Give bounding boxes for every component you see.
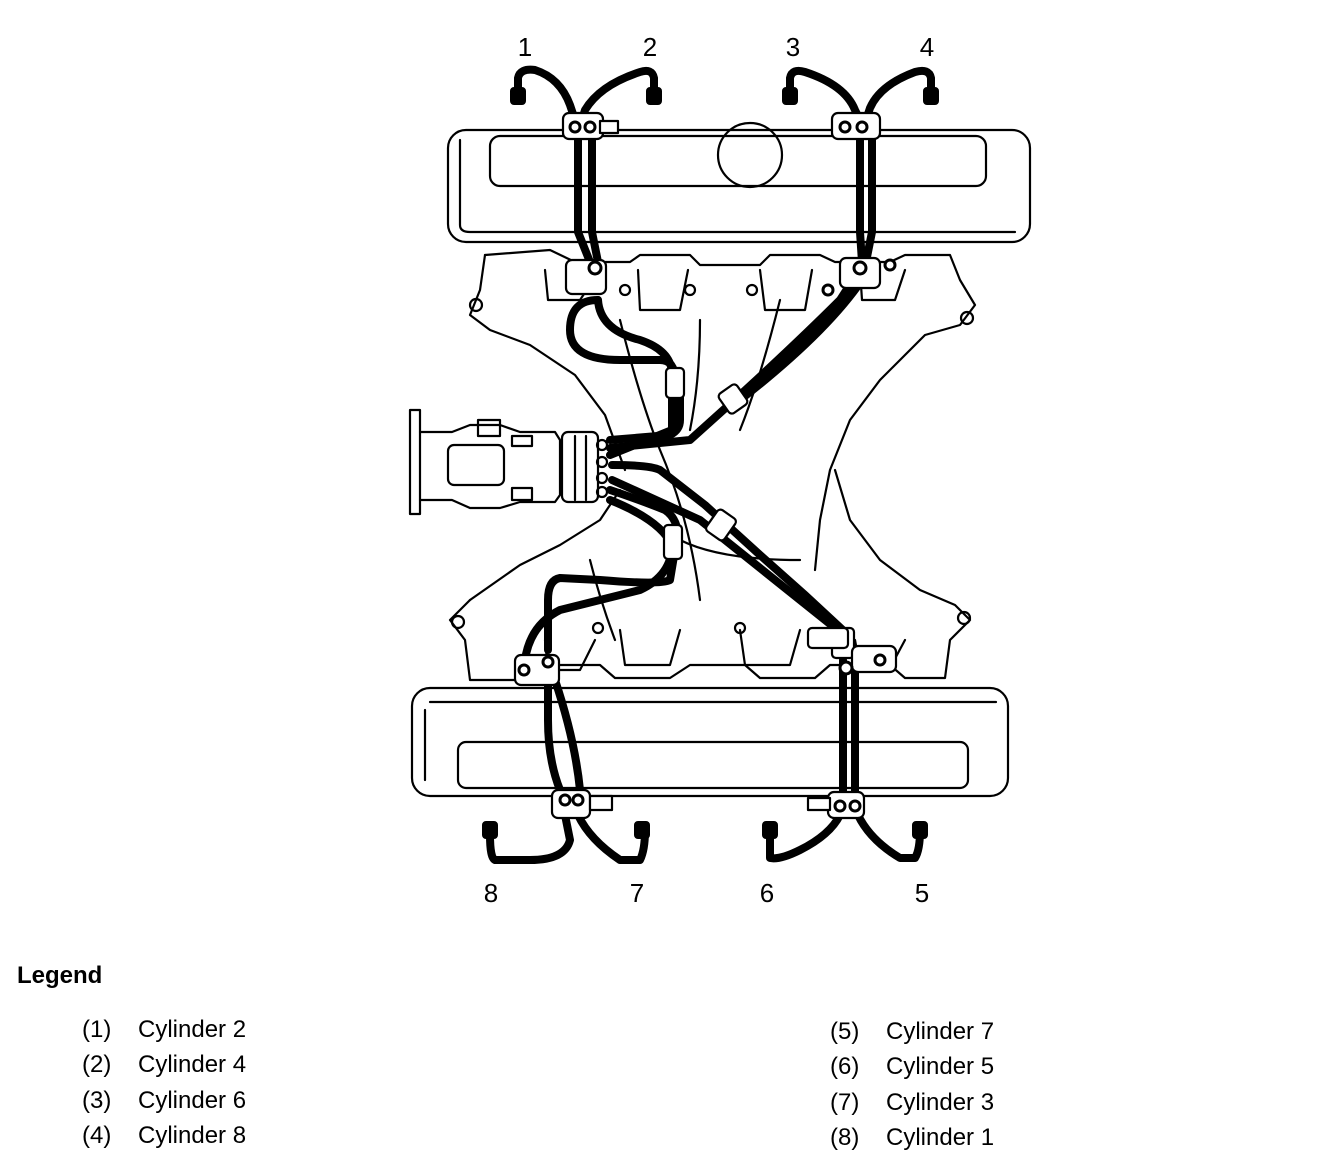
legend-item: (2) Cylinder 4: [82, 1051, 246, 1079]
spark-plug-wires: [482, 65, 939, 864]
legend-item: (8) Cylinder 1: [830, 1124, 994, 1152]
legend-item-number: (6): [830, 1053, 860, 1080]
legend-item-label: Cylinder 5: [886, 1053, 995, 1080]
legend-item: (1) Cylinder 2: [82, 1016, 246, 1044]
legend-item-number: (3): [82, 1087, 112, 1114]
legend-item: (3) Cylinder 6: [82, 1087, 246, 1115]
legend-item: (7) Cylinder 3: [830, 1089, 994, 1117]
valve-cover-bottom: [410, 686, 1010, 798]
intake-manifold: [448, 248, 977, 682]
legend-item-label: Cylinder 6: [138, 1087, 247, 1114]
callout-8: 8: [484, 878, 498, 908]
legend-item-number: (2): [82, 1051, 112, 1078]
callout-3: 3: [786, 32, 800, 62]
legend-item: (5) Cylinder 7: [830, 1018, 994, 1046]
legend-item-number: (4): [82, 1122, 112, 1149]
callout-5: 5: [915, 878, 929, 908]
spark-plug-wire-routing-diagram: 1 2 3 4 5 6 7 8: [408, 32, 1032, 908]
legend-item-number: (7): [830, 1089, 860, 1116]
legend-item-number: (1): [82, 1016, 112, 1043]
legend-item-label: Cylinder 1: [886, 1124, 995, 1151]
callout-1: 1: [518, 32, 532, 62]
legend-item-label: Cylinder 7: [886, 1018, 995, 1045]
legend-item: (4) Cylinder 8: [82, 1122, 246, 1150]
oil-filler-cap: [716, 121, 784, 189]
legend-item: (6) Cylinder 5: [830, 1053, 994, 1081]
legend-item-number: (8): [830, 1124, 860, 1151]
legend-title: Legend: [17, 962, 103, 989]
legend-item-number: (5): [830, 1018, 860, 1045]
callout-labels: 1 2 3 4 5 6 7 8: [484, 32, 934, 908]
legend-item-label: Cylinder 3: [886, 1089, 995, 1116]
distributor: [408, 408, 609, 516]
valve-cover-top: [446, 121, 1032, 244]
callout-4: 4: [920, 32, 934, 62]
legend-item-label: Cylinder 4: [138, 1051, 247, 1078]
callout-7: 7: [630, 878, 644, 908]
legend-item-label: Cylinder 8: [138, 1122, 247, 1149]
callout-2: 2: [643, 32, 657, 62]
legend-item-label: Cylinder 2: [138, 1016, 247, 1043]
callout-6: 6: [760, 878, 774, 908]
